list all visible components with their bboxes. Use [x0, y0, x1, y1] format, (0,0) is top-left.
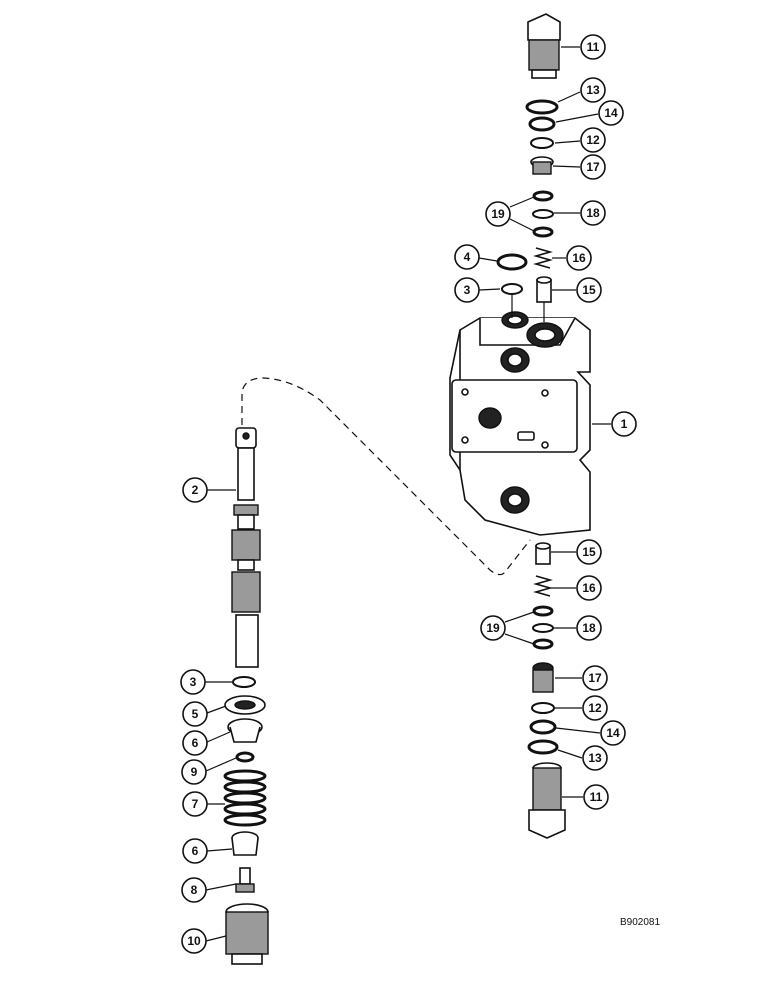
- callout-13-upper: 13: [586, 83, 600, 97]
- callout-12-upper: 12: [586, 133, 600, 147]
- callouts: 11 13 14 12 17 18 19 16 4 3 15: [180, 34, 637, 954]
- spool-routing-dashed-line: [241, 377, 531, 576]
- ring-19-upper-a: [532, 190, 554, 202]
- callout-13-lower: 13: [588, 751, 602, 765]
- callout-19-upper: 19: [491, 207, 505, 221]
- spring-16-lower: [533, 575, 553, 597]
- callout-4: 4: [464, 250, 471, 264]
- spring-7: [223, 769, 267, 827]
- o-ring-12-upper: [530, 137, 554, 149]
- callout-9: 9: [191, 765, 198, 779]
- ring-19-lower-a: [532, 605, 554, 617]
- callout-18-upper: 18: [586, 206, 600, 220]
- spool-2: [231, 427, 261, 668]
- callout-15-upper: 15: [582, 283, 596, 297]
- callout-11-upper: 11: [587, 40, 600, 54]
- poppet-15-lower: [535, 542, 551, 565]
- cup-6-lower: [231, 831, 259, 856]
- callout-12-lower: 12: [588, 701, 602, 715]
- bolt-8: [235, 867, 255, 893]
- callout-3-upper: 3: [464, 283, 471, 297]
- plug-upper: [527, 13, 561, 79]
- backup-ring-14-lower: [529, 719, 557, 735]
- callout-11-lower: 11: [590, 790, 603, 804]
- callout-17-lower: 17: [588, 671, 602, 685]
- callout-3-lower: 3: [190, 675, 197, 689]
- callout-18-lower: 18: [582, 621, 596, 635]
- ring-4: [496, 253, 528, 271]
- o-ring-3-upper: [501, 283, 523, 295]
- ring-19-upper-b: [532, 226, 554, 238]
- o-ring-13-lower: [527, 739, 559, 755]
- callout-15-lower: 15: [582, 545, 596, 559]
- plug-lower: [528, 762, 566, 839]
- o-ring-3-lower: [232, 676, 256, 688]
- backup-ring-14-upper: [528, 116, 556, 132]
- callout-6-lower: 6: [192, 844, 199, 858]
- callout-16-upper: 16: [572, 251, 586, 265]
- washer-5: [224, 695, 266, 715]
- poppet-15-upper: [536, 276, 552, 303]
- spring-16-upper: [533, 247, 553, 269]
- o-ring-13-upper: [525, 99, 559, 115]
- callout-19-lower: 19: [486, 621, 500, 635]
- callout-10: 10: [187, 934, 201, 948]
- figure-code: B902081: [620, 917, 660, 928]
- ring-18-upper: [532, 209, 554, 219]
- callout-8: 8: [191, 883, 198, 897]
- callout-5: 5: [192, 707, 199, 721]
- ring-18-lower: [532, 623, 554, 633]
- valve-body: [449, 311, 591, 536]
- callout-6-upper: 6: [192, 736, 199, 750]
- callout-14-lower: 14: [606, 726, 620, 740]
- callout-2: 2: [192, 483, 199, 497]
- ring-9: [235, 751, 255, 763]
- cap-10: [225, 903, 269, 965]
- callout-14-upper: 14: [604, 106, 618, 120]
- callout-17-upper: 17: [586, 160, 600, 174]
- seat-17-upper: [530, 156, 554, 175]
- o-ring-12-lower: [531, 702, 555, 714]
- callout-7: 7: [192, 797, 199, 811]
- callout-16-lower: 16: [582, 581, 596, 595]
- ring-19-lower-b: [532, 638, 554, 650]
- callout-1: 1: [621, 417, 628, 431]
- seat-17-lower: [532, 662, 554, 693]
- cup-6-upper: [227, 718, 263, 743]
